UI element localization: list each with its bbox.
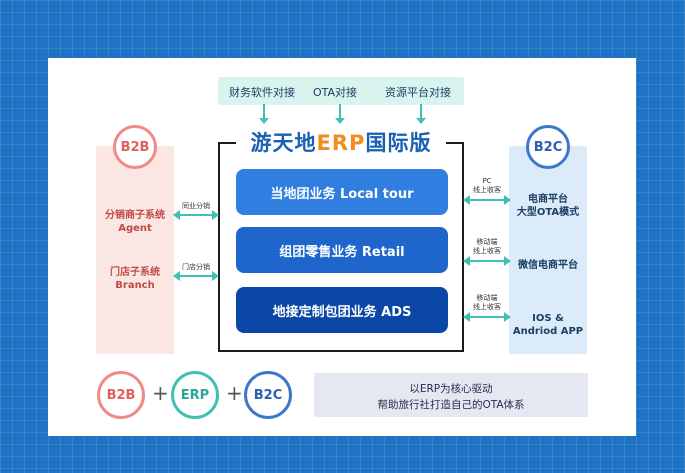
erp-title-highlight: ERP [316,131,366,155]
resource-integration-label: 资源平台对接 [385,86,451,99]
slogan-box [314,373,588,417]
ota-link-desc: 线上收客 [473,186,501,194]
slogan-line-1: 以ERP为核心驱动 [409,383,493,395]
slogan-line-2: 帮助旅行社打造自己的OTA体系 [377,399,525,411]
branch-link-label: 门店分销 [182,263,210,271]
agent-link-arrow-icon [173,210,219,220]
agent-link-label: 同业分销 [182,202,210,210]
b2b-panel [96,146,174,354]
erp-title-suffix: 国际版 [365,131,432,155]
ota-platform-mode: 大型OTA模式 [516,207,580,218]
integration-bar [218,77,464,105]
local-tour-business: 当地团业务 Local tour [236,169,448,215]
formula-b2b-circle: B2B [97,371,145,419]
branch-subsystem-name: 门店子系统 [110,267,160,278]
formula-plus-2: + [226,381,243,405]
wechat-link-channel: 移动端 [476,238,498,246]
agent-subsystem-en: Agent [118,223,152,234]
app-link-channel: 移动端 [476,294,498,302]
wechat-link-desc: 线上收客 [473,247,501,255]
resource-down-arrow-icon [416,104,426,124]
retail-business: 组团零售业务 Retail [236,227,448,273]
app-link-label: 移动端 线上收客 [465,294,509,312]
agent-subsystem: 分销商子系统 Agent [98,209,172,235]
b2c-badge: B2C [526,125,570,169]
finance-down-arrow-icon [259,104,269,124]
formula-erp-circle: ERP [171,371,219,419]
formula-plus-1: + [152,381,169,405]
mobile-app-platforms: IOS & [532,313,564,324]
app-link-desc: 线上收客 [473,303,501,311]
branch-subsystem-en: Branch [115,280,155,291]
wechat-link-arrow-icon [463,256,511,266]
ota-link-label: PC 线上收客 [465,177,509,195]
ota-platform: 电商平台 大型OTA模式 [510,193,586,219]
b2b-badge: B2B [113,125,157,169]
ota-integration-label: OTA对接 [313,86,358,99]
wechat-link-label: 移动端 线上收客 [465,238,509,256]
ota-platform-name: 电商平台 [528,194,568,205]
finance-integration-label: 财务软件对接 [229,86,295,99]
formula-b2c-circle: B2C [244,371,292,419]
erp-title-prefix: 游天地 [250,131,317,155]
agent-subsystem-name: 分销商子系统 [105,210,165,221]
ota-down-arrow-icon [335,104,345,124]
mobile-app: IOS & Andriod APP [510,312,586,338]
erp-title: 游天地ERP国际版 [236,127,446,157]
ads-business: 地接定制包团业务 ADS [236,287,448,333]
wechat-platform: 微信电商平台 [518,260,578,271]
ota-link-channel: PC [482,177,492,185]
ota-link-arrow-icon [463,195,511,205]
app-link-arrow-icon [463,312,511,322]
b2c-panel [509,146,587,354]
mobile-app-name: Andriod APP [512,326,584,337]
branch-subsystem: 门店子系统 Branch [98,266,172,292]
erp-title-backdrop [236,126,446,156]
branch-link-arrow-icon [173,271,219,281]
